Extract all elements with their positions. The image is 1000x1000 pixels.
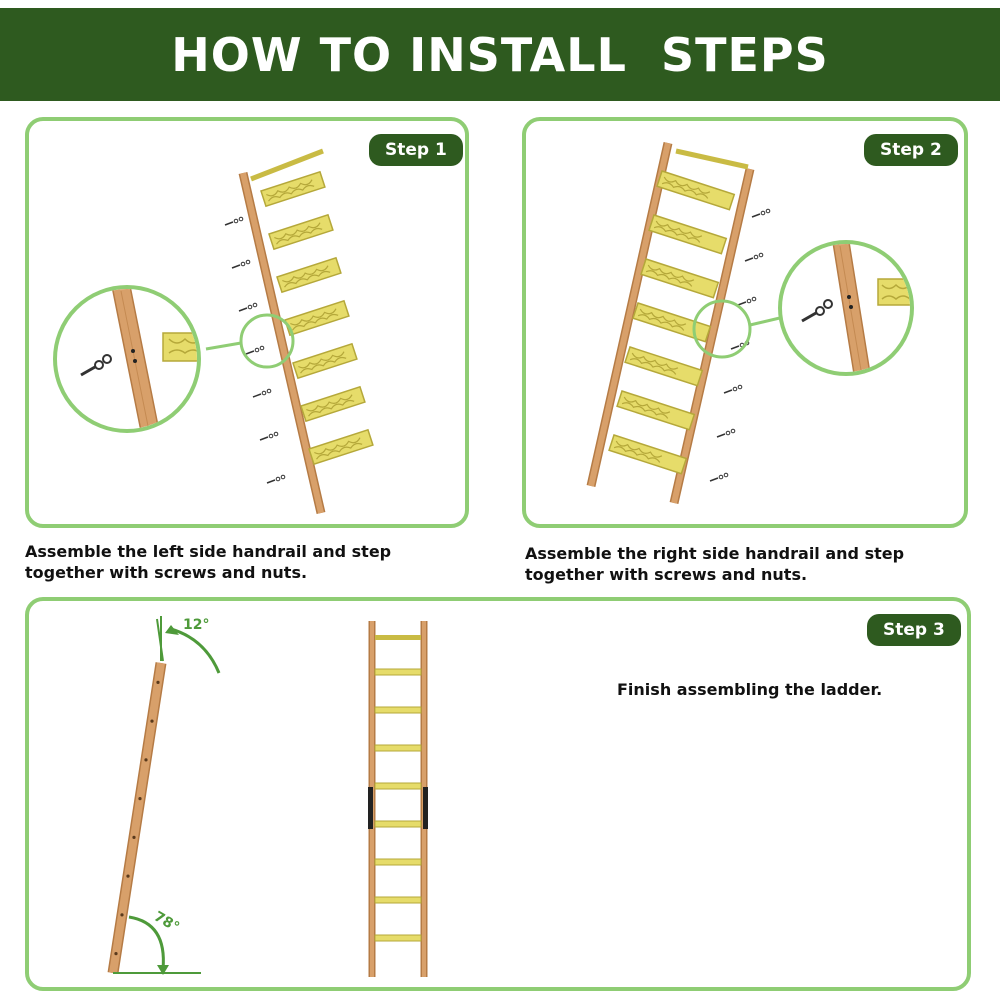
step-2-illustration [586,142,914,504]
step-tread [284,299,350,337]
step-3-illustration: 12° 78° [107,616,428,977]
washer-icon [815,306,825,316]
step-tread [632,302,712,343]
step-2-screws [709,208,771,482]
zoom-detail [80,289,197,429]
bolt-dot [156,680,160,684]
top-angle-label: 12° [183,617,209,633]
front-rung [374,896,422,904]
bolt-dot [126,874,130,878]
left-handrail-face [588,142,671,487]
screw-set-icon [723,384,743,394]
step-1-caption: Assemble the left side handrail and step… [25,542,392,582]
step-tread [640,258,720,299]
screw-set-icon [231,259,251,269]
screw-set-icon [259,431,279,441]
front-rung [374,744,422,752]
front-ladder-rungs [374,668,422,942]
left-handrail-face [240,172,324,514]
step-tread [260,170,326,208]
front-rung [374,934,422,942]
step-tread [268,213,334,251]
front-top-brace [375,635,421,640]
screw-set-icon [737,296,757,306]
step-1-screws [224,216,286,484]
screw-set-icon [252,388,272,398]
nut-icon [102,354,112,364]
arrow-head-icon [157,965,169,975]
bolt-dot [114,952,118,956]
screw-set-icon [245,345,265,355]
top-angle-arc [170,627,221,674]
step-2-treads [608,170,736,475]
leaning-ladder-bolts [114,680,160,956]
bolt-dot [144,758,148,762]
step-3-caption: Finish assembling the ladder. [617,680,883,699]
screw-set-icon [238,302,258,312]
step-1-treads [260,170,374,466]
front-rung [374,858,422,866]
right-hinge-bracket [423,787,428,829]
washer-icon [94,360,104,370]
right-handrail-face [671,168,753,504]
step-3-badge: Step 3 [867,614,961,646]
front-rung [374,706,422,714]
bottom-angle-arc [128,915,165,970]
step-tread [648,214,728,255]
top-brace [250,148,324,182]
zoom-connector [749,315,785,327]
bolt-dot [138,797,142,801]
zoom-marker [692,299,752,359]
zoom-marker [239,313,295,369]
step-tread [608,434,688,475]
screw-set-icon [716,428,736,438]
nut-icon [823,299,833,309]
step-tread [616,390,696,431]
step-3-panel: Step 3 Finish assembling the ladder. 12°… [25,597,971,991]
step-1-badge: Step 1 [369,134,463,166]
screw-set-icon [751,208,771,218]
screw-icon [80,365,96,377]
screw-set-icon [266,474,286,484]
step-tread [656,170,736,211]
step-2-badge: Step 2 [864,134,958,166]
step-tread [292,342,358,380]
screw-icon [801,311,817,323]
front-rung [374,820,422,828]
step-1-panel: Step 1 [25,117,469,528]
leaning-ladder-face [109,662,165,974]
zoom-detail [801,244,910,372]
bolt-dot [132,835,136,839]
screw-set-icon [709,472,729,482]
step-tread [276,256,342,294]
step-tread [624,346,704,387]
step-2-panel: Step 2 [522,117,968,528]
front-rung [374,668,422,676]
step-2-caption: Assemble the right side handrail and ste… [525,544,905,584]
bolt-dot [120,913,124,917]
title-banner: HOW TO INSTALL STEPS [0,8,1000,101]
screw-set-icon [744,252,764,262]
top-brace [675,148,749,170]
bolt-dot [150,719,154,723]
page-title: HOW TO INSTALL STEPS [171,27,829,82]
front-rung [374,782,422,790]
step-1-illustration [53,148,374,515]
step-tread [300,385,366,423]
screw-set-icon [224,216,244,226]
step-tread [308,428,374,466]
left-hinge-bracket [368,787,373,829]
arrow-head-icon [165,625,179,635]
zoom-connector [205,341,242,351]
